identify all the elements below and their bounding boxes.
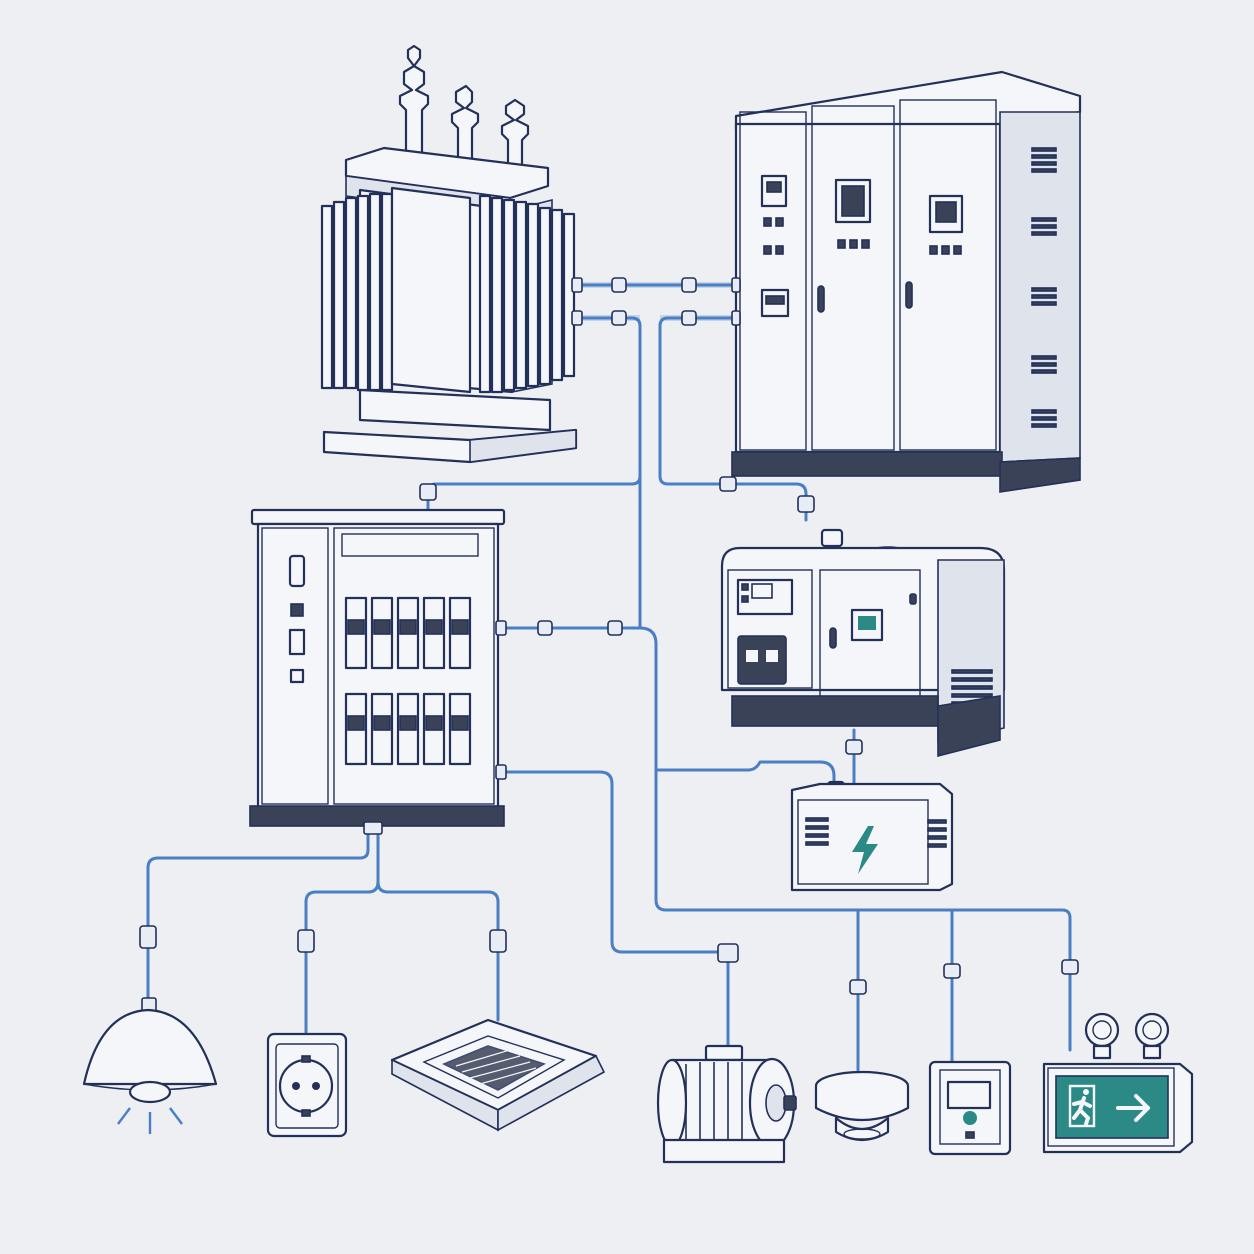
pendant-lamp [82,997,218,1134]
transformer-fins-right [478,194,576,394]
vent-grille [1031,147,1057,428]
alarm-button-icon [963,1111,977,1125]
wire-switchgear-down [658,316,808,522]
breaker-row-top [344,596,472,670]
wiring [146,282,1072,1072]
call-point [928,1060,1012,1156]
door-handle-icon [817,285,825,313]
electric-motor [656,1044,797,1164]
wire-board-bottom-ac [376,880,500,1022]
emergency-exit-light [1042,1012,1194,1154]
power-socket-icon [278,1058,334,1114]
wall-socket [266,1032,348,1138]
breaker-row-bottom [344,692,472,766]
wire-transformer-switchgear-2 [576,316,642,630]
transformer [320,44,583,464]
arrow-right-icon [1116,1094,1150,1122]
transformer-fins-left [320,192,394,392]
generator [720,528,1006,758]
distribution-board [249,508,507,835]
light-rays [117,1107,183,1134]
wire-bus-to-board-top [426,474,642,512]
wire-board-side-feed [498,626,1072,1052]
lightning-bolt-icon [852,826,878,874]
transformer-bushings [398,44,530,180]
ups-unit [790,780,954,892]
switchgear-cabinet [731,70,1082,493]
wire-generator-bus [654,760,836,792]
smoke-detector [814,1070,910,1142]
running-person-icon [1068,1084,1096,1128]
wire-fittings [139,277,1079,995]
door-handle-icon [905,281,913,309]
wire-board-bottom-lamp [146,820,370,1002]
ceiling-ac-unit [390,1018,606,1132]
